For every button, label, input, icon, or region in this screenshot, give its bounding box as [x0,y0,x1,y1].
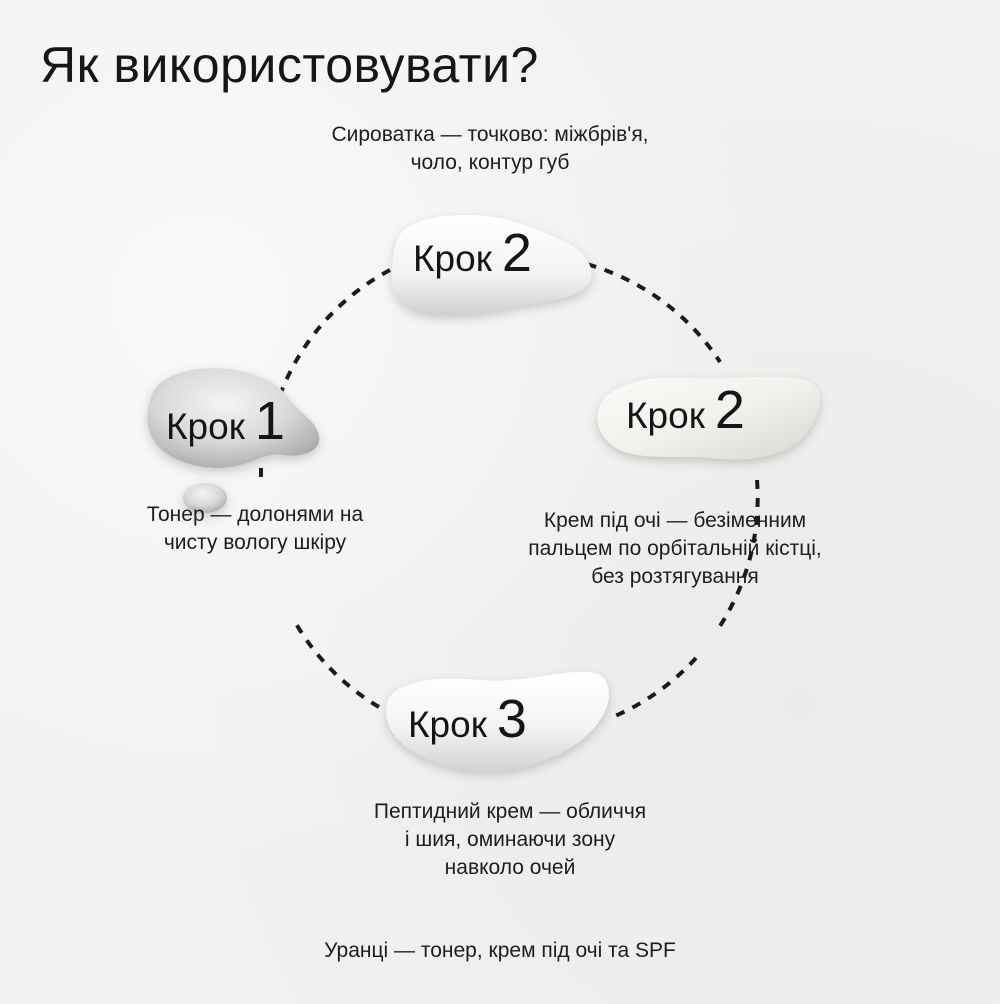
step-1-line-2: чисту вологу шкіру [163,531,347,554]
step-2-eye-cream-line-2: пальцем по орбітальній кістці, [528,537,822,560]
step-2-serum-swatch [391,214,592,316]
circle-arc-bottom-right [614,656,698,718]
step-3-swatch [386,671,609,772]
step-2-eye-cream-line-3: без розтягування [591,565,759,588]
circle-arc-top-right [569,258,722,364]
step-1-description: Тонер — долонями на чисту вологу шкіру [110,501,400,557]
step-2-eye-cream-line-1: Крем під очі — безіменним [543,509,807,532]
step-2-eye-cream-description: Крем під очі — безіменним пальцем по орб… [490,507,860,591]
step-1-word: Крок [166,406,245,447]
circle-arc-right [718,479,760,628]
circle-arc-bottom-left [293,620,381,709]
step-1-number: 1 [254,391,285,451]
step-3-line-1: Пептидний крем — обличчя [373,800,647,823]
step-2-serum-description: Сироватка — точково: міжбрів'я, чоло, ко… [290,121,690,177]
footer-note: Уранці — тонер, крем під очі та SPF [324,939,676,962]
step-1-line-1: Тонер — долонями на [146,503,364,526]
page-title: Як використовувати? [40,37,539,93]
step-2-right-word: Крок [626,395,705,436]
step-2-right-number: 2 [714,380,745,440]
step-2-eye-cream-swatch [597,376,821,460]
step-3-line-3: навколо очей [444,856,576,879]
step-3-number: 3 [496,689,527,749]
step-2-serum-line-2: чоло, контур губ [410,151,570,174]
step-2-serum-line-1: Сироватка — точково: міжбрів'я, [331,123,649,146]
step-2-top-word: Крок [413,238,492,279]
step-3-description: Пептидний крем — обличчя і шия, оминаючи… [330,798,690,882]
step-1-swatch [147,368,320,513]
step-3-word: Крок [408,704,487,745]
step-2-top-number: 2 [501,223,532,283]
step-3-line-2: і шия, оминаючи зону [404,828,616,851]
circle-arc-top-left [278,268,391,396]
